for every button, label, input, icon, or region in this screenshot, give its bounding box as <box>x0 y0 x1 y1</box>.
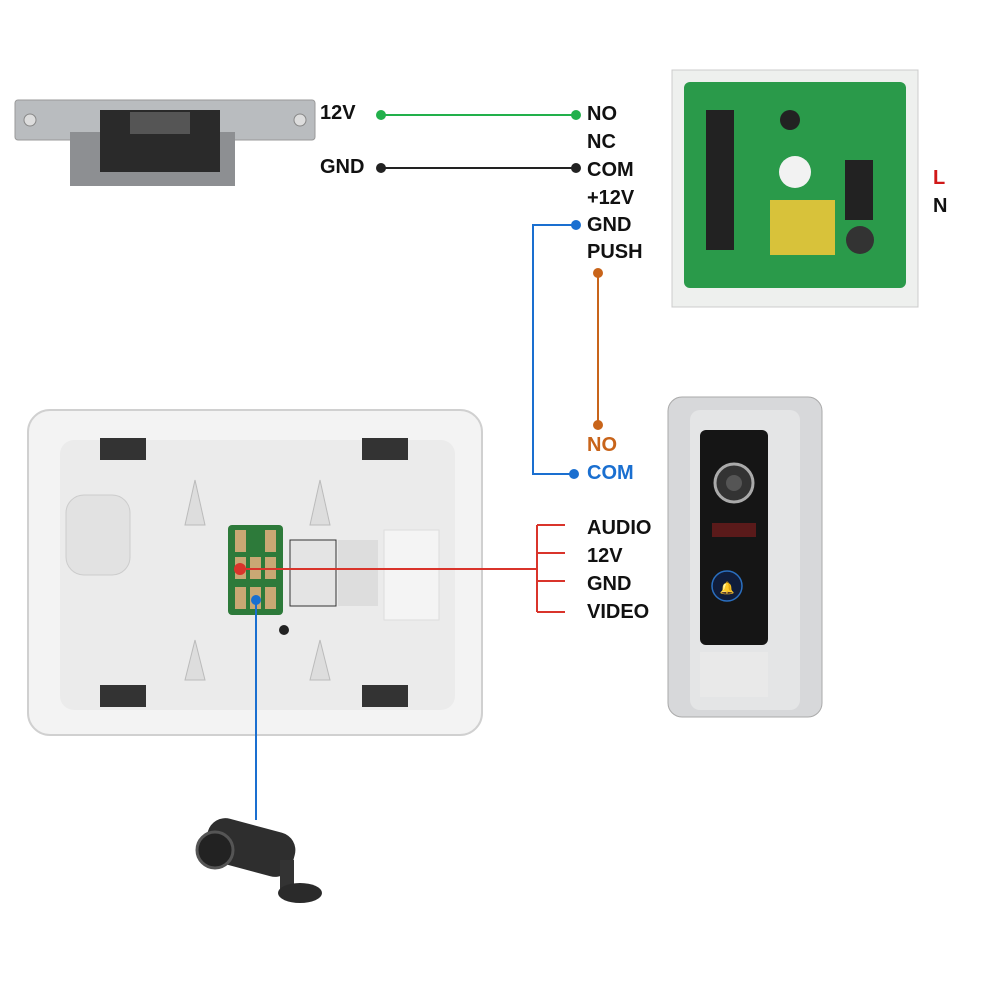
lock-pin-12v: 12V <box>320 102 356 124</box>
power-supply-board <box>671 69 919 308</box>
psu-terminal-push: PUSH <box>587 241 643 263</box>
bus-12v: 12V <box>587 545 623 567</box>
psu-terminal-com: COM <box>587 159 634 181</box>
wire-exit-com <box>532 224 576 475</box>
indoor-monitor <box>27 409 483 736</box>
bus-gnd: GND <box>587 573 632 595</box>
psu-terminal-gnd: GND <box>587 214 632 236</box>
electric-lock <box>14 99 316 186</box>
lock-pin-gnd: GND <box>320 156 365 178</box>
psu-terminal-no: NO <box>587 103 617 125</box>
outdoor-door-station: 🔔 <box>667 396 823 718</box>
mains-l: L <box>933 167 946 189</box>
bus-audio: AUDIO <box>587 517 652 539</box>
svg-text:🔔: 🔔 <box>720 581 735 595</box>
mains-n: N <box>933 195 948 217</box>
bus-video: VIDEO <box>587 601 650 623</box>
cctv-camera <box>195 818 322 903</box>
door-terminal-com: COM <box>587 462 634 484</box>
bus-bracket <box>536 524 565 613</box>
psu-terminal-nc: NC <box>587 131 616 153</box>
door-terminal-no: NO <box>587 434 617 456</box>
psu-terminal-12v: +12V <box>587 187 635 209</box>
